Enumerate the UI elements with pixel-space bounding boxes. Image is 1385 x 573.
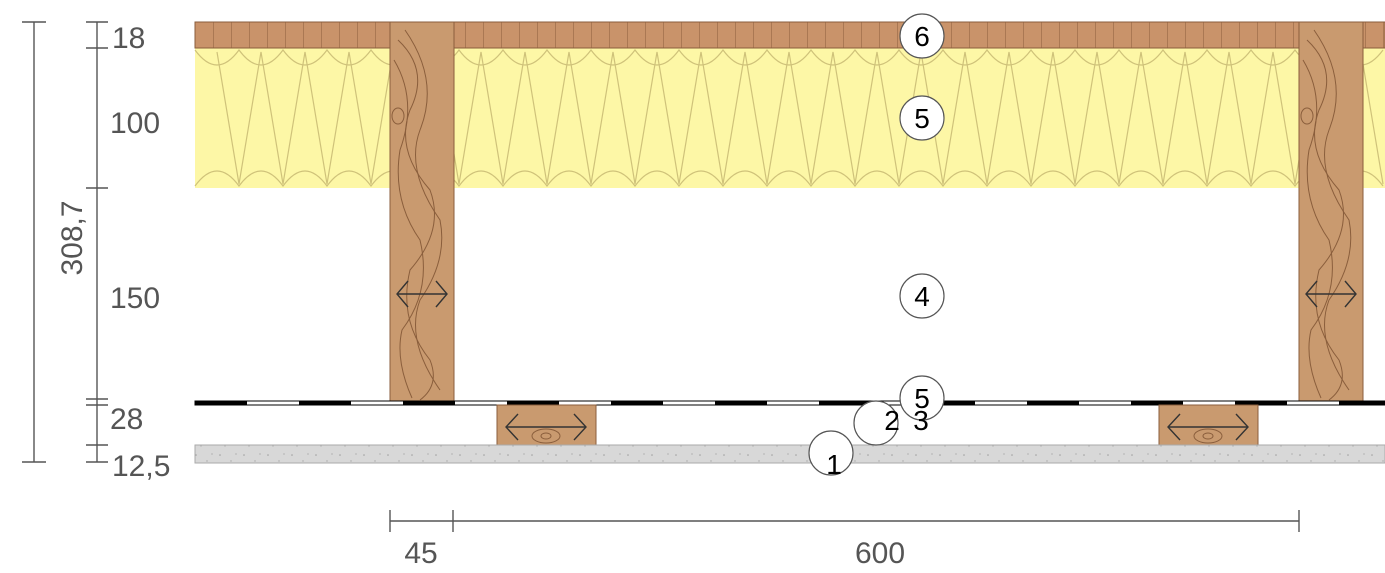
dim-total: 308,7 [56, 200, 89, 275]
membrane-base [194, 400, 1385, 406]
dim-spacing: 600 [855, 537, 905, 570]
stud-left [389, 21, 455, 403]
batten-left [496, 404, 597, 446]
callout-4: 4 [914, 281, 930, 312]
callout-1: 1 [826, 449, 842, 480]
dim-layer-18: 18 [112, 22, 145, 55]
dim-layer-12-5: 12,5 [112, 450, 170, 483]
callout-5-top: 5 [914, 103, 930, 134]
stud-right [1298, 21, 1364, 403]
batten-right [1158, 404, 1259, 446]
top-board-layer [194, 21, 1385, 49]
callout-3: 3 [913, 405, 929, 436]
dim-layer-100: 100 [110, 107, 160, 140]
plasterboard-layer [194, 444, 1385, 464]
callout-6: 6 [914, 21, 930, 52]
batten-arrow-icon [505, 413, 1249, 441]
dim-stud-width: 45 [404, 537, 437, 570]
dim-layer-28: 28 [110, 403, 143, 436]
callout-2: 2 [884, 405, 900, 436]
callout-circles [808, 13, 945, 476]
callout-5-bottom: 5 [914, 383, 930, 414]
stud-arrow-icon [396, 280, 1357, 308]
dimension-lines [22, 21, 1300, 532]
dim-layer-150: 150 [110, 282, 160, 315]
